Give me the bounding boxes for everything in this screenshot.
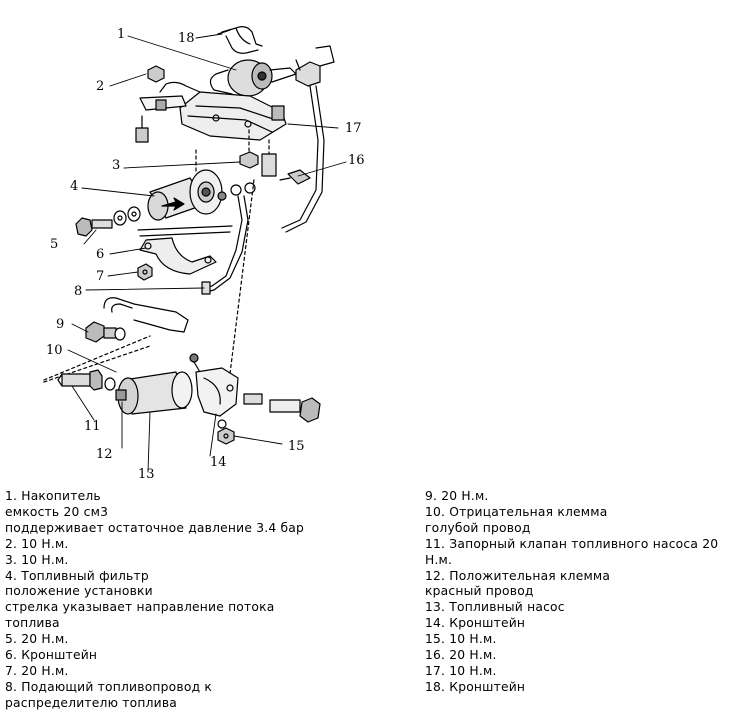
legend-line: Н.м. — [425, 552, 453, 567]
fuel-pump-13-part — [115, 353, 201, 415]
mounting-plate-17-part — [139, 81, 287, 141]
fuel-system-exploded-diagram: 1 18 2 17 3 16 4 5 6 7 8 9 10 11 12 13 1… — [43, 26, 365, 482]
callout-8: 8 — [74, 284, 82, 299]
legend-line: 11. Запорный клапан топливного насоса 20 — [425, 536, 719, 551]
callout-4: 4 — [70, 179, 78, 194]
connector-right-part — [279, 45, 335, 233]
callout-17: 17 — [345, 121, 362, 136]
legend-line: 1. Накопитель — [5, 489, 101, 503]
legend-line: 13. Топливный насос — [425, 600, 565, 615]
legend-line: 15. 10 Н.м. — [425, 632, 497, 647]
bracket-18-part — [217, 26, 263, 54]
legend-right-column: 9. 20 Н.м. 10. Отрицательная клемма голу… — [425, 489, 745, 696]
legend-line: положение установки — [5, 584, 153, 599]
legend-line: 18. Кронштейн — [425, 679, 526, 694]
legend-line: 10. Отрицательная клемма — [425, 504, 608, 519]
callout-5: 5 — [50, 237, 58, 252]
nut-2-part — [147, 65, 165, 83]
nut-7-part — [137, 263, 153, 281]
legend-line: 4. Топливный фильтр — [5, 568, 149, 583]
legend-line: 14. Кронштейн — [425, 616, 526, 631]
legend-line: 8. Подающий топливопровод к — [5, 679, 213, 694]
check-valve-11-part — [57, 369, 116, 391]
callout-2: 2 — [96, 79, 104, 94]
bolt-washers-5-part — [75, 206, 141, 237]
legend-line: топлива — [5, 616, 60, 631]
pump-outlet-fittings-part — [217, 393, 321, 445]
return-hose-9-part — [85, 297, 189, 343]
legend-line: 2. 10 Н.м. — [5, 536, 69, 551]
callout-9: 9 — [56, 317, 64, 332]
callout-11: 11 — [84, 419, 101, 434]
callout-6: 6 — [96, 247, 104, 262]
callout-13: 13 — [138, 467, 155, 482]
legend-line: голубой провод — [425, 520, 531, 535]
legend-line: красный провод — [425, 584, 534, 599]
callout-3: 3 — [112, 158, 120, 173]
legend-line: 12. Положительная клемма — [425, 568, 611, 583]
bracket-6-part — [137, 225, 233, 275]
legend-line: 3. 10 Н.м. — [5, 552, 69, 567]
plate-fittings-part — [135, 99, 285, 177]
callout-18: 18 — [178, 31, 195, 46]
legend-line: 17. 10 Н.м. — [425, 663, 497, 678]
legend-line: емкость 20 см3 — [5, 504, 109, 519]
callout-15: 15 — [288, 439, 305, 454]
callout-10: 10 — [46, 343, 63, 358]
callout-1: 1 — [117, 27, 125, 42]
callout-labels: 1 18 2 17 3 16 4 5 6 7 8 9 10 11 12 13 1… — [46, 27, 365, 482]
legend-line: 16. 20 Н.м. — [425, 648, 497, 663]
legend-left-column: 1. Накопитель емкость 20 см3 поддерживае… — [5, 489, 410, 712]
callout-leaders-part — [67, 33, 347, 473]
callout-14: 14 — [210, 455, 227, 470]
legend-line: поддерживает остаточное давление 3.4 бар — [5, 520, 305, 535]
fuel-filter-4-part — [147, 169, 227, 221]
legend-line: стрелка указывает направление потока — [5, 600, 275, 615]
legend-line: 6. Кронштейн — [5, 648, 98, 663]
callout-7: 7 — [96, 269, 104, 284]
supply-line-8-part — [201, 182, 256, 295]
callout-16: 16 — [348, 153, 365, 168]
legend-line: распределителю топлива — [5, 695, 178, 710]
accumulator-1-part — [209, 59, 297, 97]
legend-line: 5. 20 Н.м. — [5, 632, 69, 647]
callout-12: 12 — [96, 447, 113, 462]
bracket-14-part — [195, 367, 239, 417]
legend-line: 7. 20 Н.м. — [5, 663, 69, 678]
legend-line: 9. 20 Н.м. — [425, 489, 489, 503]
